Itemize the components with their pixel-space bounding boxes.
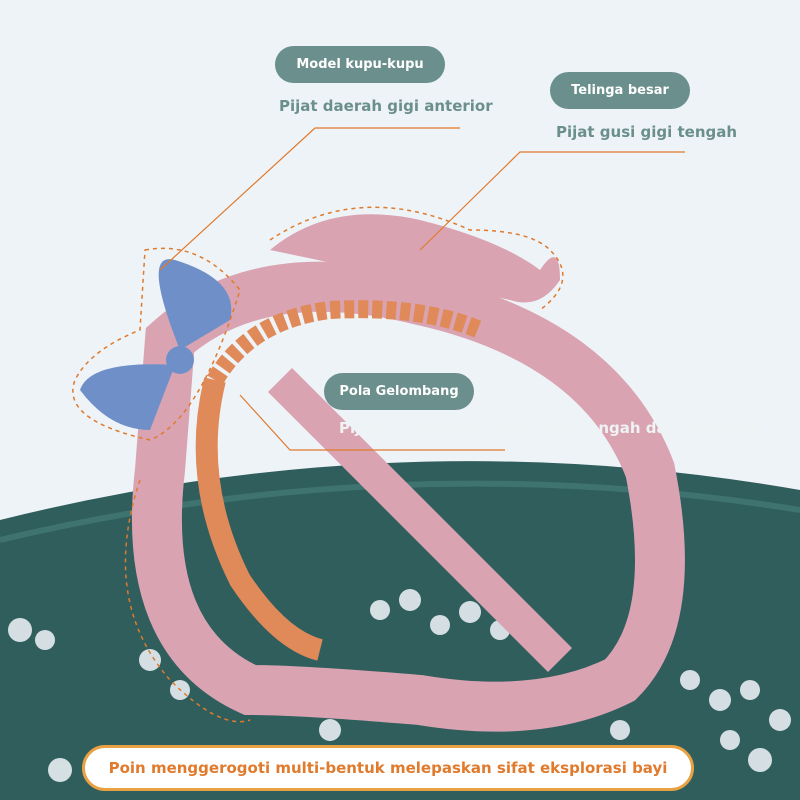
callout-title-big-ears: Telinga besar: [550, 72, 690, 109]
dashed-outlines: [72, 206, 564, 723]
bottom-banner: Poin menggerogoti multi-bentuk melepaska…: [82, 745, 694, 791]
teether-toy: [131, 214, 685, 732]
callout-title-butterfly: Model kupu-kupu: [275, 46, 445, 83]
callout-desc-big-ears: Pijat gusi gigi tengah: [556, 123, 738, 141]
callout-lines: [159, 127, 685, 451]
callout-desc-wave: Pijatan mendalam pada gigi tengah dan be…: [339, 419, 761, 437]
callout-desc-butterfly: Pijat daerah gigi anterior: [279, 97, 493, 115]
callout-title-wave: Pola Gelombang: [324, 373, 474, 410]
bow: [80, 259, 232, 430]
